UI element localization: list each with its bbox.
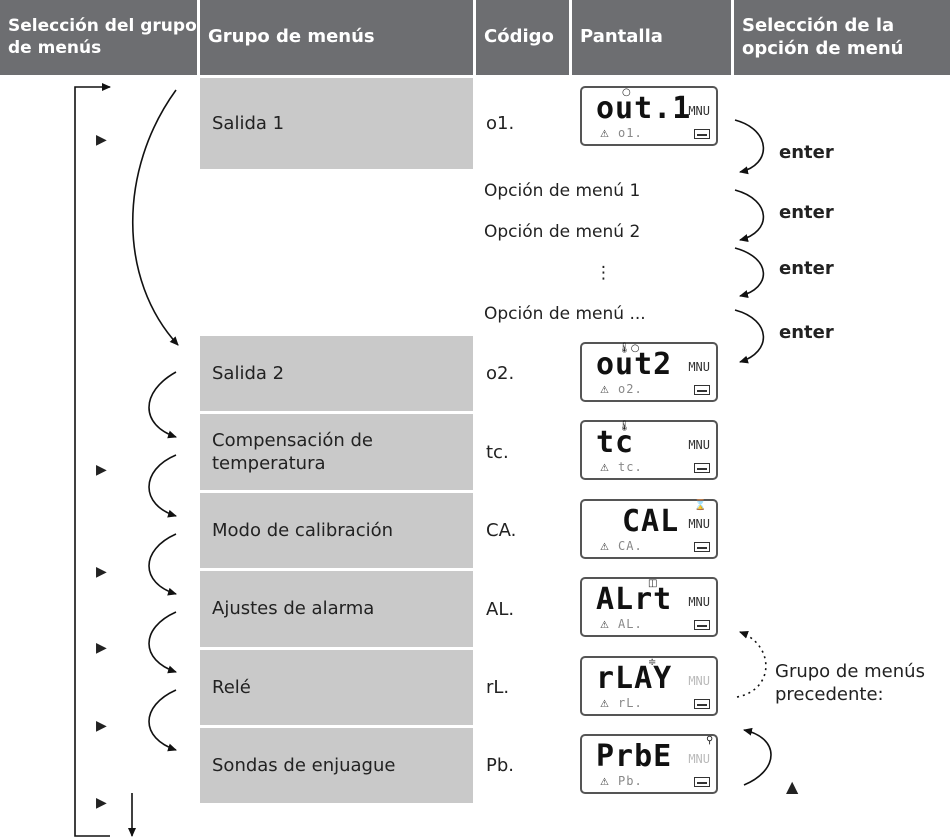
enter-key-icon xyxy=(694,385,710,395)
arc-arrow xyxy=(148,689,177,752)
group-cell-alarm: Ajustes de alarma xyxy=(200,571,473,647)
lcd-display: ○ out.1 MNU ⚠ o1. xyxy=(580,86,718,146)
enter-arrow xyxy=(734,119,765,175)
enter-key-icon xyxy=(694,129,710,139)
header-selection: Selección del grupo de menús xyxy=(0,0,197,75)
lcd-display: ⚲ PrbE MNU ⚠ Pb. xyxy=(580,734,718,794)
code-cell-tc: tc. xyxy=(476,414,569,490)
enter-arrow xyxy=(734,189,765,242)
code-cell-o1: o1. xyxy=(476,78,569,169)
right-marker-icon: ▶ xyxy=(96,462,107,478)
warning-icon: ⚠ xyxy=(600,777,609,788)
header-option: Selección de la opción de menú xyxy=(734,0,950,75)
enter-key-icon xyxy=(694,463,710,473)
lcd-display: ⌛ CAL MNU ⚠ CA. xyxy=(580,499,718,559)
options-blank-cell xyxy=(200,172,473,336)
enter-key-icon xyxy=(694,777,710,787)
enter-label: enter xyxy=(779,322,834,343)
right-marker-icon: ▶ xyxy=(96,718,107,734)
display-cell-ca: ⌛ CAL MNU ⚠ CA. xyxy=(572,493,731,568)
enter-label: enter xyxy=(779,142,834,163)
enter-label: enter xyxy=(779,202,834,223)
loop-back-arrow xyxy=(74,83,111,837)
display-cell-o2: 🌡○ out2 MNU ⚠ o2. xyxy=(572,336,731,411)
warning-icon: ⚠ xyxy=(600,620,609,631)
group-cell-calibration: Modo de calibración xyxy=(200,493,473,568)
right-marker-icon: ▶ xyxy=(96,795,107,811)
arc-arrow xyxy=(148,454,177,518)
display-cell-rl: ≑ rLAY MNU ⚠ rL. xyxy=(572,650,731,725)
previous-group-label: Grupo de menús precedente: xyxy=(775,661,925,706)
lcd-display: ◫ ALrt MNU ⚠ AL. xyxy=(580,577,718,637)
up-arc-arrow xyxy=(743,727,772,786)
group-cell-rele: Relé xyxy=(200,650,473,725)
right-marker-icon: ▶ xyxy=(96,564,107,580)
warning-icon: ⚠ xyxy=(600,385,609,396)
display-cell-pb: ⚲ PrbE MNU ⚠ Pb. xyxy=(572,728,731,803)
option-item-last: Opción de menú ... xyxy=(476,295,731,333)
warning-icon: ⚠ xyxy=(600,542,609,553)
lcd-display: ≑ rLAY MNU ⚠ rL. xyxy=(580,656,718,716)
right-marker-icon: ▶ xyxy=(96,132,107,148)
option-item-1: Opción de menú 1 xyxy=(476,172,731,210)
display-cell-al: ◫ ALrt MNU ⚠ AL. xyxy=(572,571,731,647)
option-item-2: Opción de menú 2 xyxy=(476,213,731,251)
option-item-ellipsis: ⋮ xyxy=(476,254,731,292)
previous-group-arc xyxy=(736,631,767,698)
header-code: Código xyxy=(476,0,569,75)
arc-arrow xyxy=(131,89,179,346)
display-cell-tc: 🌡 tc MNU ⚠ tc. xyxy=(572,414,731,490)
lcd-display: 🌡○ out2 MNU ⚠ o2. xyxy=(580,342,718,402)
arc-arrow xyxy=(148,371,177,439)
code-cell-pb: Pb. xyxy=(476,728,569,803)
right-marker-icon: ▶ xyxy=(96,640,107,656)
arc-arrow xyxy=(148,611,177,674)
enter-key-icon xyxy=(694,699,710,709)
group-cell-salida-2: Salida 2 xyxy=(200,336,473,411)
code-cell-ca: CA. xyxy=(476,493,569,568)
group-cell-rinse-probes: Sondas de enjuague xyxy=(200,728,473,803)
code-cell-rl: rL. xyxy=(476,650,569,725)
code-cell-al: AL. xyxy=(476,571,569,647)
warning-icon: ⚠ xyxy=(600,699,609,710)
lcd-display: 🌡 tc MNU ⚠ tc. xyxy=(580,420,718,480)
enter-key-icon xyxy=(694,542,710,552)
code-cell-o2: o2. xyxy=(476,336,569,411)
up-arrow-icon: ▲ xyxy=(786,777,799,796)
group-cell-salida-1: Salida 1 xyxy=(200,78,473,169)
header-group: Grupo de menús xyxy=(200,0,473,75)
enter-key-icon xyxy=(694,620,710,630)
arc-arrow xyxy=(148,533,177,596)
warning-icon: ⚠ xyxy=(600,463,609,474)
header-display: Pantalla xyxy=(572,0,731,75)
display-cell-o1: ○ out.1 MNU ⚠ o1. xyxy=(572,78,731,169)
enter-arrow xyxy=(734,309,765,364)
group-cell-temp-comp: Compensación de temperatura xyxy=(200,414,473,490)
enter-label: enter xyxy=(779,258,834,279)
warning-icon: ⚠ xyxy=(600,129,609,140)
enter-arrow xyxy=(734,247,765,298)
